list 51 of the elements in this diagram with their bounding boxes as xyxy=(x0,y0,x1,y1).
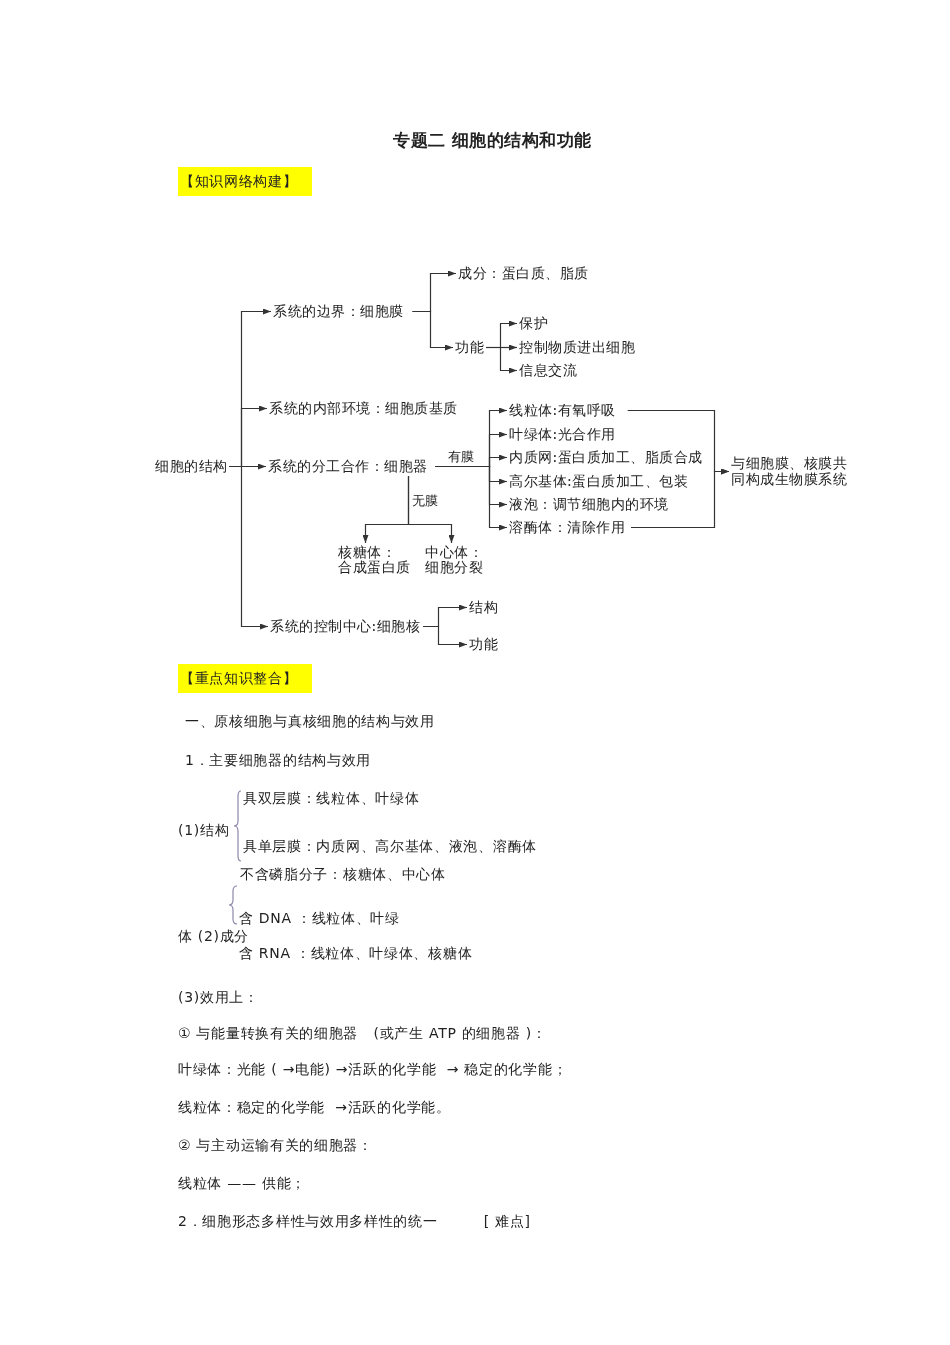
concept-text: 控制物质进出细胞 xyxy=(519,338,635,356)
concept-text: 系统的边界：细胞膜 xyxy=(273,302,404,320)
edge-label: 有膜 xyxy=(447,450,475,464)
concept-text: 功能 xyxy=(455,338,484,356)
arrow xyxy=(434,465,508,531)
arrow xyxy=(630,468,730,529)
concept-text: 液泡：调节细胞内的环境 xyxy=(509,495,669,513)
concept-text: 中心体： xyxy=(425,545,483,560)
concept-text: 核糖体： xyxy=(338,545,396,560)
text-line: (1)结构 xyxy=(178,821,230,840)
highlighted-heading: 【重点知识整合】 xyxy=(178,664,312,693)
concept-text: 高尔基体:蛋白质加工、包装 xyxy=(509,472,689,490)
heading: 一、原核细胞与真核细胞的结构与效用 xyxy=(185,712,435,731)
concept-text: 结构 xyxy=(469,598,498,616)
text-line: 线粒体：稳定的化学能 →活跃的化学能。 xyxy=(178,1098,451,1117)
heading: 1．主要细胞器的结构与效用 xyxy=(185,751,371,770)
text-line: 线粒体 —— 供能； xyxy=(178,1174,306,1193)
highlighted-heading: 【知识网络构建】 xyxy=(178,167,312,196)
concept-text: 系统的内部环境：细胞质基质 xyxy=(269,399,458,417)
concept-text: 成分：蛋白质、脂质 xyxy=(458,264,589,282)
concept-text: 信息交流 xyxy=(519,361,577,379)
text-line: ① 与能量转换有关的细胞器 (或产生 ATP 的细胞器 )： xyxy=(178,1024,547,1043)
concept-text: 功能 xyxy=(469,635,498,653)
arrow xyxy=(411,310,454,351)
text-line: ② 与主动运输有关的细胞器： xyxy=(178,1136,373,1155)
text-line: (3)效用上： xyxy=(178,988,259,1007)
text-line: 含 RNA ：线粒体、叶绿体、核糖体 xyxy=(239,944,473,963)
text-line: 2．细胞形态多样性与效用多样性的统一 [ 难点] xyxy=(178,1212,531,1231)
edge-label: 无膜 xyxy=(411,494,439,508)
concept-text: 保护 xyxy=(519,314,548,332)
title: 专题二 细胞的结构和功能 xyxy=(393,129,592,151)
text-line: 不含磷脂分子：核糖体、中心体 xyxy=(240,865,446,884)
concept-text: 与细胞膜、核膜共同构成生物膜系统 xyxy=(731,455,850,487)
text-line: 含 DNA ：线粒体、叶绿 xyxy=(239,909,400,928)
arrow xyxy=(422,625,468,648)
concept-text: 合成蛋白质 xyxy=(338,560,411,575)
concept-text: 溶酶体：清除作用 xyxy=(509,518,625,536)
concept-text: 线粒体:有氧呼吸 xyxy=(509,401,616,419)
text-line: 具双层膜：线粒体、叶绿体 xyxy=(243,789,420,808)
concept-text: 系统的分工合作：细胞器 xyxy=(268,457,428,475)
text-line: 叶绿体：光能 ( →电能) →活跃的化学能 → 稳定的化学能； xyxy=(178,1060,568,1079)
concept-text: 细胞的结构 xyxy=(155,457,228,475)
concept-text: 系统的控制中心:细胞核 xyxy=(270,617,421,635)
text-line: 体 (2)成分 xyxy=(178,927,250,946)
concept-text: 细胞分裂 xyxy=(425,560,483,575)
arrow xyxy=(485,346,518,374)
concept-text: 内质网:蛋白质加工、脂质合成 xyxy=(509,448,703,466)
text-line: 具单层膜：内质网、高尔基体、液泡、溶酶体 xyxy=(243,837,537,856)
concept-text: 叶绿体:光合作用 xyxy=(509,425,616,443)
arrow xyxy=(407,475,455,544)
arrow xyxy=(228,465,269,630)
